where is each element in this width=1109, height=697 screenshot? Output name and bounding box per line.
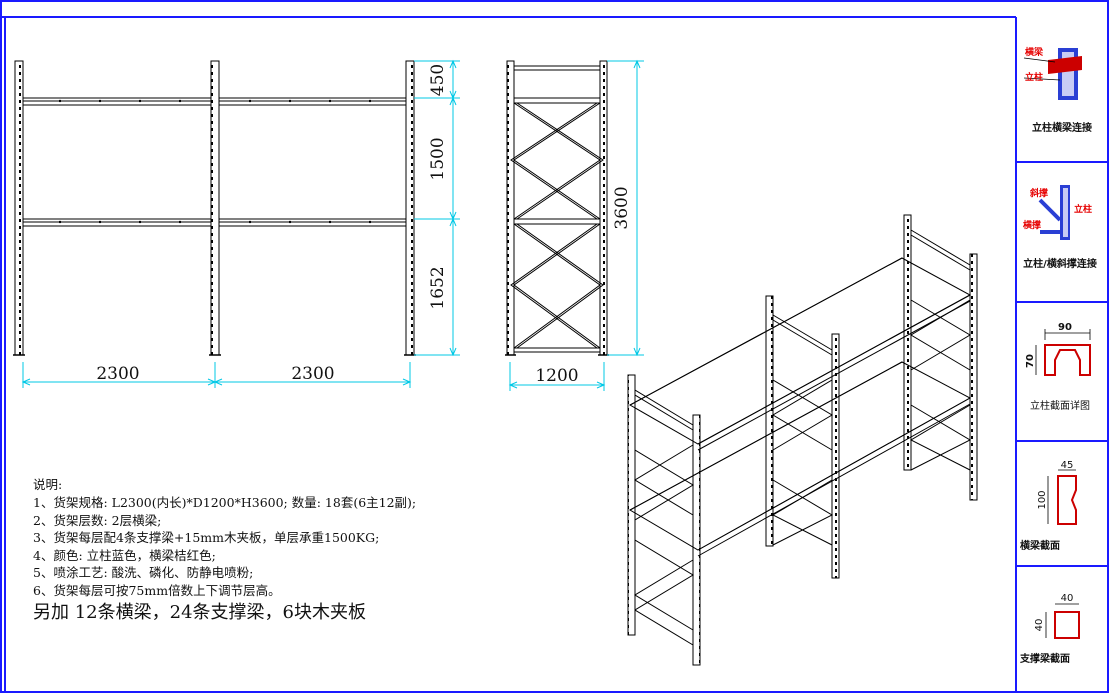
detail-support-section: 40 40 支撑梁截面 bbox=[1019, 593, 1080, 665]
detail-title-upright-beam: 立柱横梁连接 bbox=[1032, 121, 1092, 134]
dim-beam-width: 45 bbox=[1061, 460, 1074, 471]
front-upright-left bbox=[14, 60, 24, 356]
front-beam-lower bbox=[23, 218, 406, 227]
label-upright: 立柱 bbox=[1025, 71, 1043, 83]
notes-extra: 另加 12条横梁，24条支撑梁，6块木夹板 bbox=[33, 602, 366, 623]
dim-beam-height: 100 bbox=[1037, 490, 1048, 509]
side-dimensions bbox=[508, 59, 644, 391]
label-diagonal-brace: 斜撑 bbox=[1029, 187, 1048, 199]
detail-title-beam-section: 横梁截面 bbox=[1020, 539, 1060, 552]
notes-heading: 说明: bbox=[33, 477, 63, 492]
detail-upright-beam: 横梁 立柱 立柱横梁连接 bbox=[1023, 46, 1092, 134]
detail-upright-brace: 斜撑 立柱 横撑 立柱/横斜撑连接 bbox=[1023, 185, 1097, 270]
front-upright-middle bbox=[210, 60, 220, 356]
dim-support-width: 40 bbox=[1061, 593, 1074, 604]
front-dimension-labels: 2300 2300 450 1500 1652 bbox=[96, 64, 448, 384]
dim-height-bottom: 1652 bbox=[428, 266, 448, 309]
note-line-4: 4、颜色: 立柱蓝色，横梁桔红色; bbox=[33, 548, 216, 563]
front-view bbox=[13, 60, 416, 356]
front-upright-right bbox=[405, 60, 415, 356]
dim-support-height: 40 bbox=[1034, 619, 1045, 632]
dim-depth: 1200 bbox=[535, 366, 578, 386]
label-upright-2: 立柱 bbox=[1074, 203, 1092, 215]
dim-height-top: 450 bbox=[428, 64, 448, 96]
dim-upright-width: 90 bbox=[1058, 322, 1072, 333]
dim-bay-width-1: 2300 bbox=[96, 364, 139, 384]
note-line-6: 6、货架每层可按75mm倍数上下调节层高。 bbox=[33, 583, 281, 598]
front-dimensions bbox=[21, 59, 460, 388]
detail-title-support-section: 支撑梁截面 bbox=[1019, 652, 1070, 665]
note-line-1: 1、货架规格: L2300(内长)*D1200*H3600; 数量: 18套(6… bbox=[33, 495, 417, 510]
note-line-3: 3、货架每层配4条支撑梁+15mm木夹板，单层承重1500KG; bbox=[33, 530, 380, 545]
note-line-5: 5、喷涂工艺: 酸洗、磷化、防静电喷粉; bbox=[33, 565, 254, 580]
detail-beam-section: 45 100 横梁截面 bbox=[1020, 460, 1077, 552]
dim-bay-width-2: 2300 bbox=[291, 364, 334, 384]
dim-total-height: 3600 bbox=[612, 186, 632, 229]
detail-title-upright-brace: 立柱/横斜撑连接 bbox=[1023, 257, 1097, 270]
note-line-2: 2、货架层数: 2层横梁; bbox=[33, 513, 162, 528]
side-view bbox=[505, 60, 609, 356]
isometric-view bbox=[627, 214, 978, 666]
dim-height-middle: 1500 bbox=[428, 137, 448, 180]
dim-upright-depth: 70 bbox=[1025, 354, 1036, 368]
detail-panel bbox=[1016, 161, 1108, 567]
label-beam: 横梁 bbox=[1025, 46, 1044, 58]
label-horizontal-brace: 横撑 bbox=[1023, 219, 1041, 231]
front-beam-marks bbox=[58, 99, 372, 224]
detail-title-upright-section: 立柱截面详图 bbox=[1030, 399, 1090, 412]
detail-upright-section: 90 70 立柱截面详图 bbox=[1025, 322, 1091, 412]
